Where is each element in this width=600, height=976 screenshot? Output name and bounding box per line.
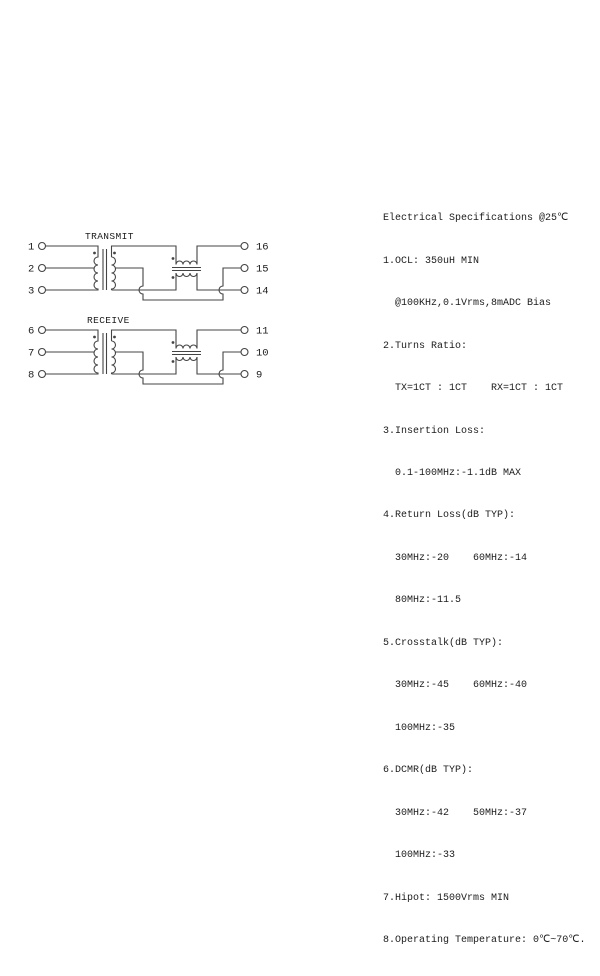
pin-label-11: 11 bbox=[256, 326, 269, 338]
pin-label-8: 8 bbox=[28, 370, 34, 382]
receive-circuit bbox=[37, 325, 249, 385]
pin-label-14: 14 bbox=[256, 286, 269, 298]
spec-line: 8.Operating Temperature: 0℃~70℃. bbox=[383, 935, 586, 947]
spec-line: 30MHz:-45 60MHz:-40 bbox=[383, 680, 528, 692]
spec-line: 30MHz:-20 60MHz:-14 bbox=[383, 552, 528, 564]
electrical-specifications: Electrical Specifications @25℃ 1.OCL: 35… bbox=[383, 184, 593, 976]
pin-label-15: 15 bbox=[256, 264, 269, 276]
spec-line: 6.DCMR(dB TYP): bbox=[383, 765, 474, 777]
spec-line: 30MHz:-42 50MHz:-37 bbox=[383, 807, 528, 819]
spec-line: 2.Turns Ratio: bbox=[383, 340, 468, 352]
datasheet-page: TRANSMIT RECEIVE 1 2 3 16 15 14 6 7 8 11… bbox=[28, 213, 586, 946]
spec-line: @100KHz,0.1Vrms,8mADC Bias bbox=[383, 298, 552, 310]
receive-label: RECEIVE bbox=[87, 315, 130, 326]
pin-label-9: 9 bbox=[256, 370, 262, 382]
spec-line: 0.1-100MHz:-1.1dB MAX bbox=[383, 468, 522, 480]
pin-label-10: 10 bbox=[256, 348, 269, 360]
spec-line: 4.Return Loss(dB TYP): bbox=[383, 510, 516, 522]
pin-label-16: 16 bbox=[256, 242, 269, 254]
spec-line: 5.Crosstalk(dB TYP): bbox=[383, 637, 504, 649]
pin-label-2: 2 bbox=[28, 264, 34, 276]
spec-line: 100MHz:-33 bbox=[383, 850, 456, 862]
pin-label-1: 1 bbox=[28, 242, 34, 254]
pin-label-6: 6 bbox=[28, 326, 34, 338]
spec-line: 7.Hipot: 1500Vrms MIN bbox=[383, 892, 510, 904]
transmit-circuit bbox=[37, 241, 249, 301]
spec-line: 3.Insertion Loss: bbox=[383, 425, 486, 437]
spec-line: 80MHz:-11.5 bbox=[383, 595, 462, 607]
specs-title: Electrical Specifications @25℃ bbox=[383, 213, 569, 225]
transmit-label: TRANSMIT bbox=[85, 231, 134, 242]
spec-line: 100MHz:-35 bbox=[383, 722, 456, 734]
pin-label-3: 3 bbox=[28, 286, 34, 298]
spec-line: TX=1CT : 1CT RX=1CT : 1CT bbox=[383, 383, 564, 395]
spec-line: 1.OCL: 350uH MIN bbox=[383, 255, 480, 267]
magnetics-schematic: TRANSMIT RECEIVE 1 2 3 16 15 14 6 7 8 11… bbox=[28, 231, 269, 385]
pin-label-7: 7 bbox=[28, 348, 34, 360]
